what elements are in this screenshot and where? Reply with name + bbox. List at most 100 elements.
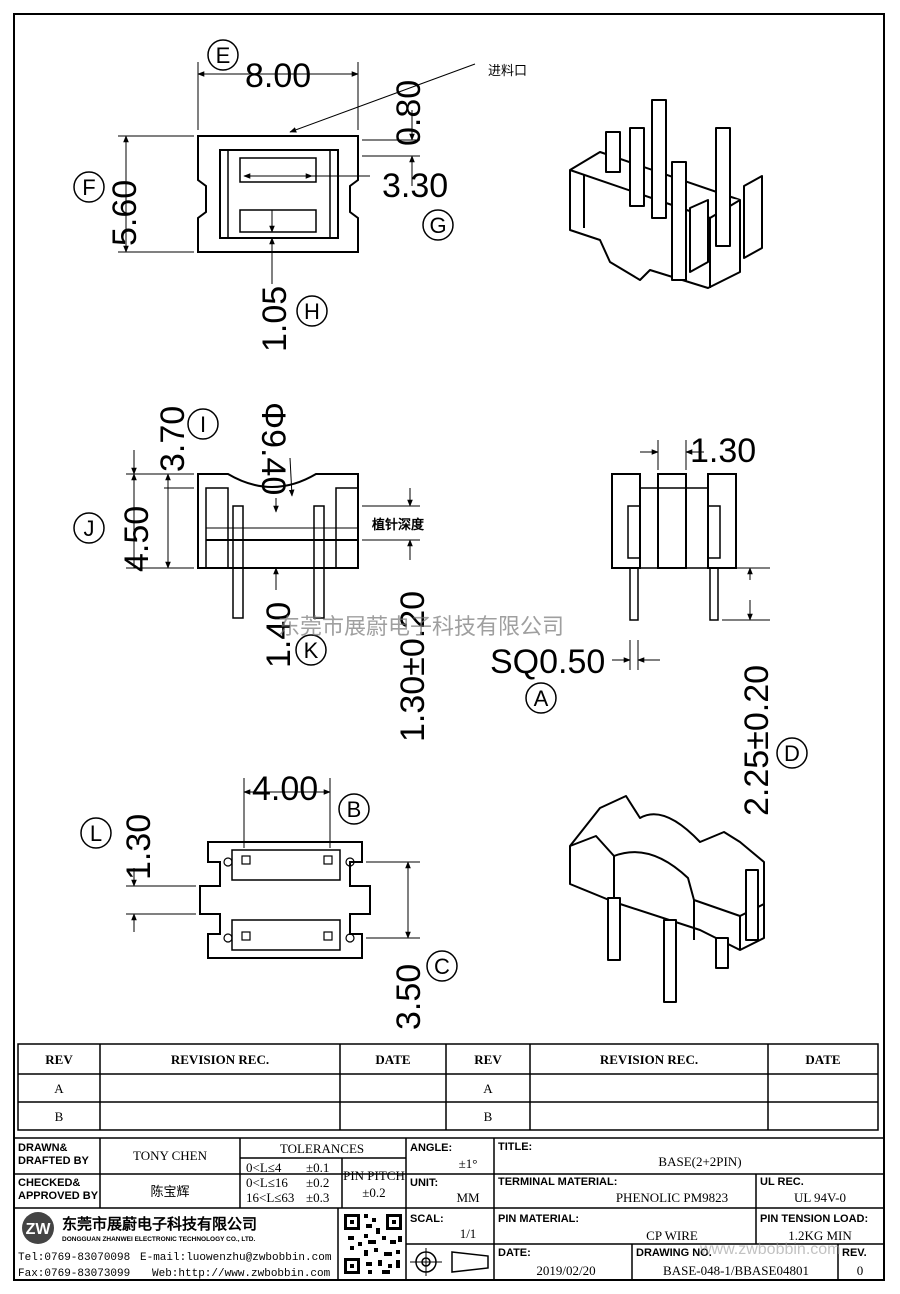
rev-b-left: B — [55, 1109, 64, 1124]
angle-label: ANGLE: — [410, 1142, 452, 1154]
company-fax: Fax:0769-83073099 — [18, 1268, 130, 1280]
dim-row: 3.50 — [390, 964, 428, 1030]
letter-j: J — [84, 516, 95, 541]
dim-slot: 1.05 — [256, 286, 294, 352]
ul-value: UL 94V-0 — [794, 1190, 846, 1205]
svg-text:ZW: ZW — [26, 1221, 52, 1238]
letter-f: F — [82, 175, 95, 200]
revision-rec-header-2: REVISION REC. — [600, 1052, 698, 1067]
side-view — [611, 440, 770, 670]
isometric-view-top — [569, 99, 763, 289]
dim-wall: 0.80 — [390, 80, 428, 146]
letter-l: L — [90, 821, 102, 846]
ul-label: UL REC. — [760, 1176, 804, 1188]
rev-header-2: REV — [474, 1052, 502, 1067]
letter-b: B — [347, 797, 362, 822]
dim-insert-depth: 1.30±0.20 — [394, 591, 432, 742]
unit-label: UNIT: — [410, 1177, 438, 1189]
angle-value: ±1° — [459, 1156, 478, 1171]
front-view-labels: 3.70 Φ9.40 4.50 1.40 1.30±0.20 植针深度 — [118, 402, 432, 742]
company-name-cn: 东莞市展蔚电子科技有限公司 — [62, 1215, 257, 1233]
tension-label: PIN TENSION LOAD: — [760, 1213, 868, 1225]
date-header-1: DATE — [375, 1052, 410, 1067]
drawn-value: TONY CHEN — [133, 1148, 208, 1163]
scale-label: SCAL: — [410, 1213, 444, 1225]
revision-table-text: REV REVISION REC. DATE REV REVISION REC.… — [45, 1052, 840, 1124]
dim-pin-spacing: 1.40 — [260, 602, 298, 668]
tol-range-3: 16<L≤63 — [246, 1190, 294, 1205]
tolerances-label: TOLERANCES — [280, 1141, 364, 1156]
qr-code — [342, 1212, 404, 1278]
checked-value: 陈宝辉 — [150, 1184, 189, 1200]
watermark-url: www.zwbobbin.com — [699, 1241, 841, 1258]
terminal-material-value: PHENOLIC PM9823 — [616, 1190, 728, 1205]
watermark-company: 东莞市展蔚电子科技有限公司 — [278, 615, 564, 640]
dim-gap: 1.30 — [120, 814, 158, 880]
letter-i: I — [200, 412, 206, 437]
drawn-label: DRAWN&DRAFTED BY — [18, 1142, 90, 1167]
tol-range-1: 0<L≤4 — [246, 1160, 282, 1175]
pin-pitch-label: PIN PITCH — [343, 1168, 405, 1183]
letter-d: D — [784, 741, 800, 766]
scale-value: 1/1 — [460, 1226, 477, 1241]
dim-pin-length: 2.25±0.20 — [738, 665, 776, 816]
top-view — [118, 62, 476, 284]
tol-value-3: ±0.3 — [306, 1190, 329, 1205]
pin-material-value: CP WIRE — [646, 1228, 698, 1243]
rev-value: 0 — [857, 1263, 864, 1278]
dim-pitch: 4.00 — [252, 770, 318, 808]
letter-a: A — [534, 686, 549, 711]
insert-depth-label: 植针深度 — [371, 517, 425, 533]
rev-label: REV. — [842, 1247, 867, 1259]
dim-inner: 3.30 — [382, 167, 448, 205]
pin-material-label: PIN MATERIAL: — [498, 1213, 579, 1225]
bottom-view — [126, 778, 420, 959]
date-label: DATE: — [498, 1247, 531, 1259]
circled-letters: E F G H I J K A D B L C — [73, 39, 808, 982]
rev-b-right: B — [484, 1109, 493, 1124]
dim-width: 8.00 — [245, 57, 311, 95]
letter-e: E — [216, 43, 231, 68]
company-tel: Tel:0769-83070098 — [18, 1252, 130, 1264]
title-value: BASE(2+2PIN) — [658, 1154, 741, 1169]
revision-rec-header-1: REVISION REC. — [171, 1052, 269, 1067]
date-header-2: DATE — [805, 1052, 840, 1067]
dim-height-front: 4.50 — [118, 506, 156, 572]
dim-height: 5.60 — [106, 180, 144, 246]
rev-a-left: A — [54, 1081, 64, 1096]
isometric-view-bottom — [569, 795, 765, 1003]
letter-h: H — [304, 299, 320, 324]
unit-value: MM — [456, 1190, 480, 1205]
front-view — [126, 450, 420, 619]
letter-c: C — [434, 954, 450, 979]
projection-symbol — [410, 1248, 489, 1276]
date-value: 2019/02/20 — [536, 1263, 595, 1278]
tol-value-1: ±0.1 — [306, 1160, 329, 1175]
drawing-no-value: BASE-048-1/BBASE04801 — [663, 1263, 809, 1278]
terminal-material-label: TERMINAL MATERIAL: — [498, 1176, 617, 1188]
dim-slot-side: 1.30 — [690, 432, 756, 470]
checked-label: CHECKED&APPROVED BY — [18, 1177, 99, 1202]
company-logo: ZW — [22, 1212, 54, 1244]
rev-header-1: REV — [45, 1052, 73, 1067]
title-label: TITLE: — [498, 1141, 532, 1153]
drawing-no-label: DRAWING NO. — [636, 1247, 712, 1259]
top-view-labels: 8.00 5.60 0.80 3.30 1.05 进料口 — [106, 57, 527, 352]
letter-g: G — [429, 213, 446, 238]
title-block-grid — [13, 1137, 885, 1281]
dim-pin-square: SQ0.50 — [490, 643, 605, 681]
bottom-view-labels: 4.00 1.30 3.50 — [120, 770, 428, 1030]
tol-value-2: ±0.2 — [306, 1175, 329, 1190]
title-block-text: DRAWN&DRAFTED BY TONY CHEN CHECKED&APPRO… — [18, 1141, 868, 1280]
company-email: E-mail:luowenzhu@zwbobbin.com — [140, 1252, 332, 1264]
side-view-labels: 1.30 SQ0.50 2.25±0.20 — [490, 432, 776, 816]
dim-top: 3.70 — [154, 406, 192, 472]
tol-range-2: 0<L≤16 — [246, 1175, 288, 1190]
dim-diameter: Φ9.40 — [254, 402, 292, 495]
revision-table — [17, 1043, 879, 1131]
company-name-en: DONGGUAN ZHANWEI ELECTRONIC TECHNOLOGY C… — [62, 1236, 256, 1243]
gate-label: 进料口 — [488, 64, 527, 79]
company-web: Web:http://www.zwbobbin.com — [152, 1268, 331, 1280]
tension-value: 1.2KG MIN — [788, 1228, 852, 1243]
